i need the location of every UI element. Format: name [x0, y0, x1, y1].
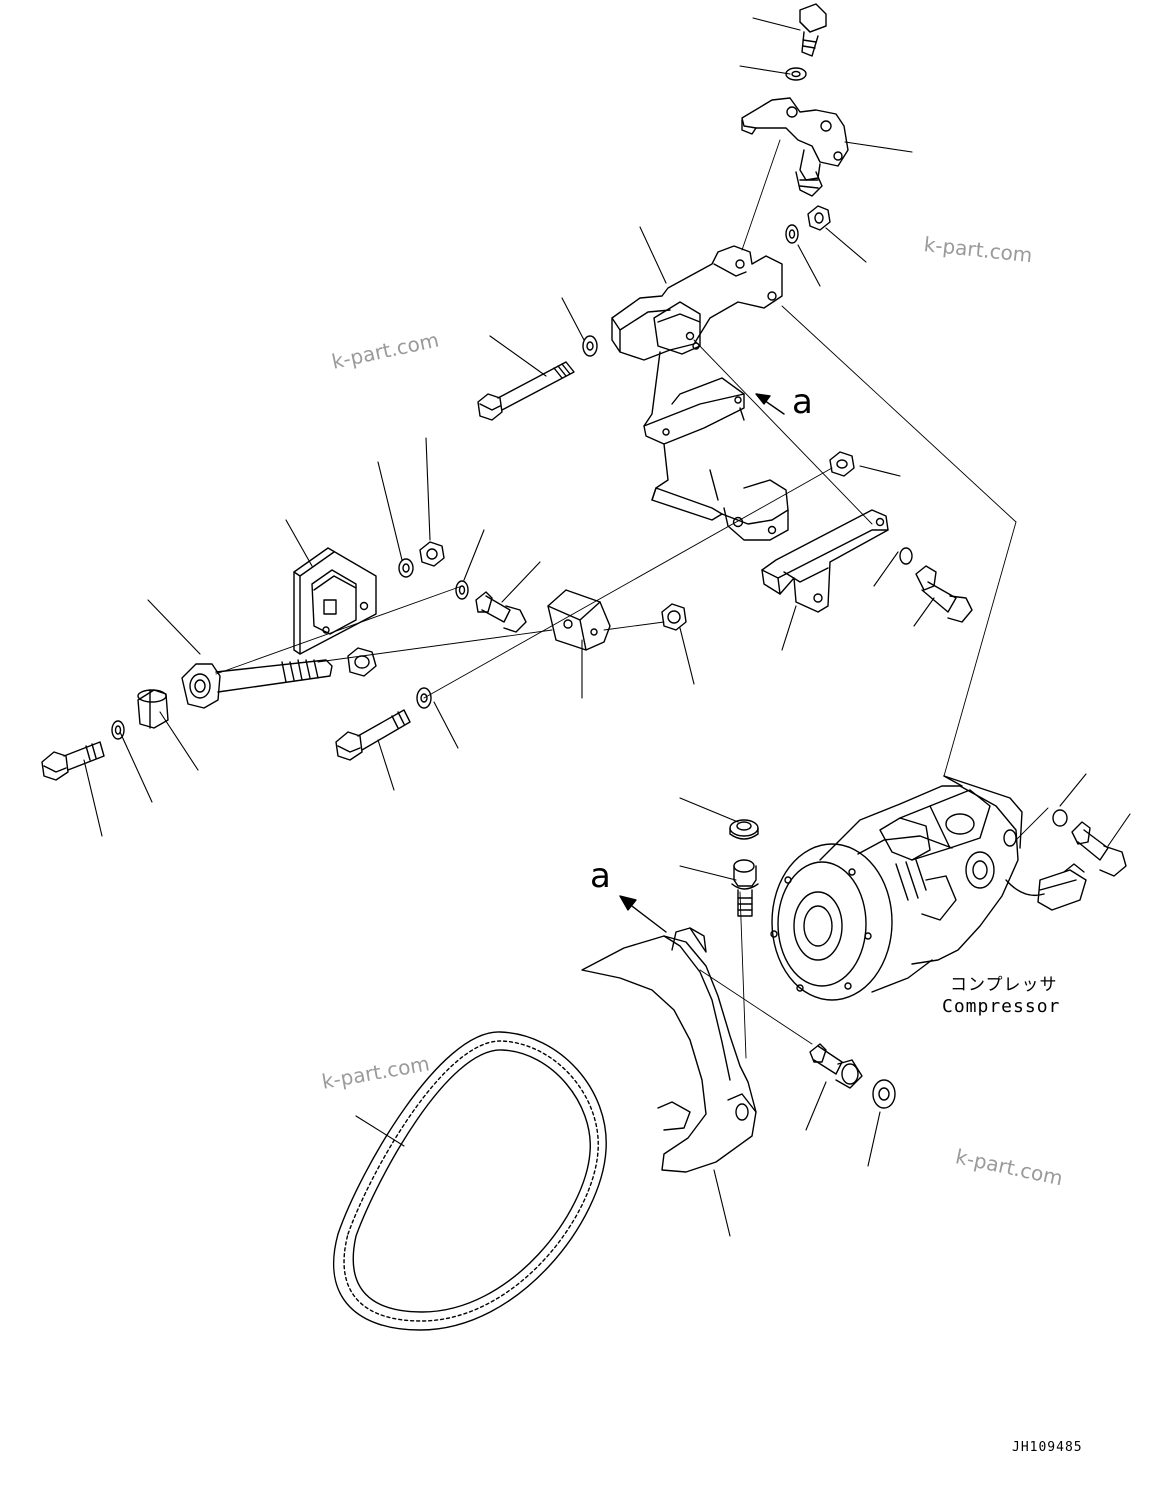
long-bolt-upper — [478, 362, 574, 420]
left-nut-a — [420, 542, 444, 566]
belt-cover — [582, 928, 756, 1172]
nut-center-left — [348, 648, 376, 676]
left-washer-a — [399, 559, 413, 577]
lower-left-washer — [112, 721, 124, 739]
v-belt — [334, 1032, 607, 1330]
ref-arrow-upper — [756, 394, 784, 414]
compressor-washer — [1053, 810, 1067, 826]
flange-bolt-vertical — [732, 860, 758, 916]
lower-right-washer — [873, 1080, 895, 1108]
adjust-spacer-block — [548, 590, 610, 650]
adjust-plate — [762, 510, 888, 612]
right-small-washer — [900, 548, 912, 564]
compressor-label-en: Compressor — [942, 996, 1061, 1017]
ref-letter-lower: a — [590, 856, 611, 896]
compressor-bolt — [1072, 822, 1126, 876]
mount-block — [294, 548, 376, 654]
ref-letter-upper: a — [792, 382, 813, 422]
lower-center-bolt — [336, 710, 410, 760]
eye-bolt — [182, 660, 332, 708]
upper-washer-nut — [786, 206, 830, 243]
small-bolt-center — [476, 592, 526, 632]
upper-left-washer — [583, 336, 597, 356]
ref-arrow-lower — [620, 896, 666, 932]
top-washer — [786, 68, 806, 80]
nut-center-right — [662, 604, 686, 630]
left-washer-b — [456, 581, 468, 599]
collar — [138, 690, 168, 728]
lower-center-washer — [417, 688, 431, 708]
flange-bolt-horizontal — [810, 1044, 862, 1088]
harness-bracket — [742, 98, 848, 196]
main-bracket — [612, 246, 788, 540]
compressor-label-jp: コンプレッサ — [950, 975, 1058, 995]
assembly-lines — [216, 140, 1048, 1058]
drawing-code: JH109485 — [1012, 1440, 1083, 1455]
cup-washer — [730, 820, 758, 839]
top-bolt — [800, 4, 826, 56]
right-short-bolt — [916, 566, 972, 622]
leader-lines — [84, 18, 1130, 1236]
compressor — [771, 776, 1086, 1000]
right-nut — [830, 452, 854, 476]
lower-left-bolt — [42, 742, 104, 780]
